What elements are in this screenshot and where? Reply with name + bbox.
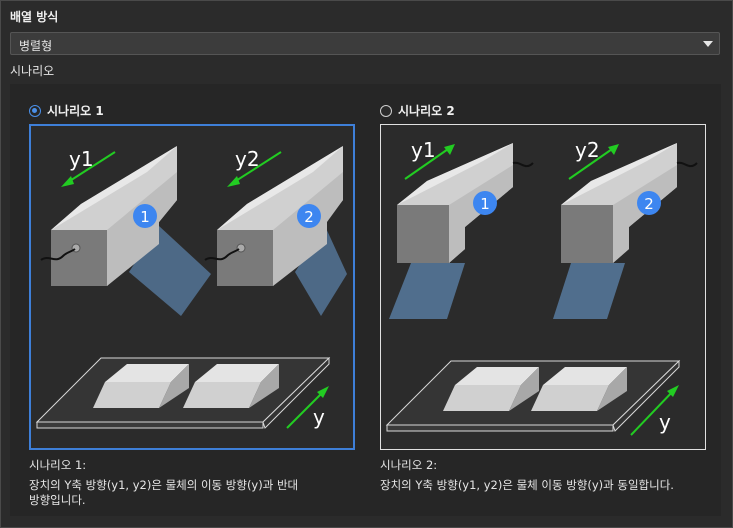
device-1 bbox=[389, 143, 534, 319]
y1-arrow bbox=[404, 146, 452, 180]
scenario-2-illustration: y1 y2 1 2 y bbox=[385, 138, 698, 436]
device-2 bbox=[553, 143, 698, 319]
scenario-1-caption-text: 장치의 Y축 방향(y1, y2)은 물체의 이동 방향(y)과 반대 방향입니… bbox=[29, 478, 299, 507]
badge-2 bbox=[297, 204, 321, 228]
scenario-2-caption-title: 시나리오 2: bbox=[380, 458, 438, 472]
badge-1 bbox=[473, 191, 497, 215]
dropdown-value: 병렬형 bbox=[19, 39, 53, 53]
scenario-label: 시나리오 bbox=[10, 64, 55, 78]
device-1 bbox=[40, 146, 211, 316]
object-2 bbox=[531, 367, 627, 411]
object-1 bbox=[93, 364, 189, 408]
arrangement-dropdown[interactable]: 병렬형 bbox=[10, 32, 720, 55]
svg-text:1: 1 bbox=[140, 208, 150, 226]
radio-unselected-icon bbox=[380, 104, 392, 117]
badge-2 bbox=[637, 191, 661, 215]
scenario-2-image[interactable]: y1 y2 1 2 y bbox=[380, 124, 706, 450]
y2-label: y2 bbox=[575, 138, 600, 162]
scenario-1-radio[interactable]: 시나리오 1 bbox=[29, 102, 104, 119]
device-2 bbox=[204, 146, 347, 316]
y2-arrow bbox=[230, 151, 282, 185]
badge-1 bbox=[133, 204, 157, 228]
y-arrow bbox=[286, 389, 326, 429]
y1-label: y1 bbox=[411, 138, 436, 162]
object-2 bbox=[183, 364, 279, 408]
y1-arrow bbox=[64, 151, 116, 185]
y2-label: y2 bbox=[235, 147, 260, 171]
scenario-1-illustration: y1 y2 1 2 bbox=[35, 146, 347, 429]
y1-label: y1 bbox=[69, 147, 94, 171]
scenario-2-radio-label: 시나리오 2 bbox=[398, 104, 455, 118]
svg-text:1: 1 bbox=[480, 195, 490, 213]
scenario-1-image[interactable]: y1 y2 1 2 bbox=[29, 124, 355, 450]
y-arrow bbox=[630, 388, 676, 436]
y-label: y bbox=[659, 410, 671, 434]
scenario-1-caption-title: 시나리오 1: bbox=[29, 458, 87, 472]
section-title: 배열 방식 bbox=[10, 10, 59, 24]
svg-text:2: 2 bbox=[304, 208, 314, 226]
y-label: y bbox=[313, 405, 325, 429]
scenario-1-radio-label: 시나리오 1 bbox=[47, 104, 104, 118]
scenario-2-radio[interactable]: 시나리오 2 bbox=[380, 102, 455, 119]
radio-selected-icon bbox=[29, 104, 41, 117]
y2-arrow bbox=[568, 146, 616, 180]
object-1 bbox=[443, 367, 539, 411]
scenario-panel: 시나리오 1 bbox=[10, 84, 721, 516]
chevron-down-icon bbox=[703, 41, 713, 47]
scenario-2-caption-text: 장치의 Y축 방향(y1, y2)은 물체 이동 방향(y)과 동일합니다. bbox=[380, 478, 674, 492]
svg-text:2: 2 bbox=[644, 195, 654, 213]
